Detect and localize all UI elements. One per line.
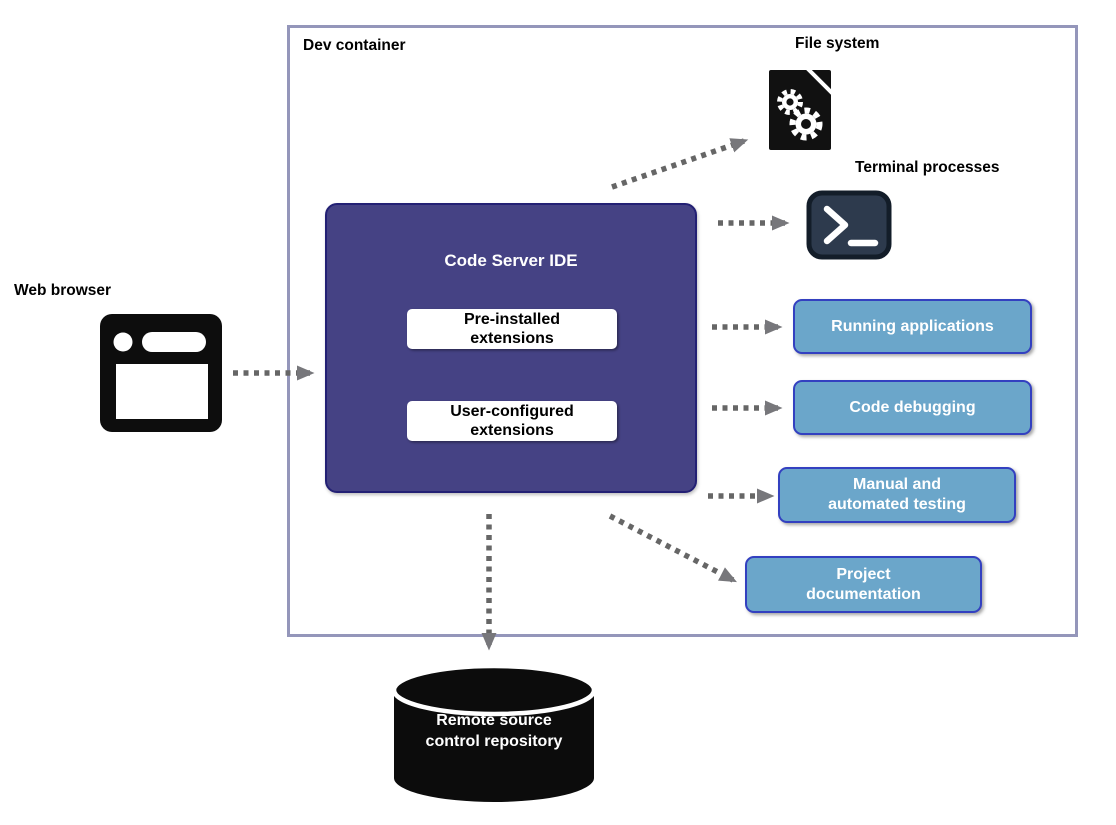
browser-window-icon: [100, 314, 222, 432]
web-browser-label: Web browser: [14, 282, 112, 299]
user-configured-extensions-box: User-configured extensions: [407, 401, 617, 441]
web-browser-node: [99, 313, 223, 433]
file-gears-icon: [769, 63, 838, 150]
terminal-prompt-icon: [806, 190, 892, 260]
running-applications-box: Running applications: [793, 299, 1032, 354]
terminal-processes-label: Terminal processes: [855, 159, 1000, 176]
manual-automated-testing-box: Manual and automated testing: [778, 467, 1016, 523]
file-system-node: [765, 63, 838, 152]
remote-source-control-repository-label: Remote source control repository: [425, 712, 563, 750]
terminal-processes-node: [805, 190, 893, 260]
project-documentation-box: Project documentation: [745, 556, 982, 613]
code-server-ide-title: Code Server IDE: [444, 251, 578, 270]
database-cylinder-icon: [391, 663, 597, 802]
code-debugging-box: Code debugging: [793, 380, 1032, 435]
file-system-label: File system: [795, 35, 880, 52]
pre-installed-extensions-box: Pre-installed extensions: [407, 309, 617, 349]
code-server-ide-box: Code Server IDE Pre-installed extensions…: [325, 203, 697, 493]
remote-source-control-repository-node: Remote source control repository: [390, 660, 598, 808]
dev-container-label: Dev container: [303, 37, 406, 54]
